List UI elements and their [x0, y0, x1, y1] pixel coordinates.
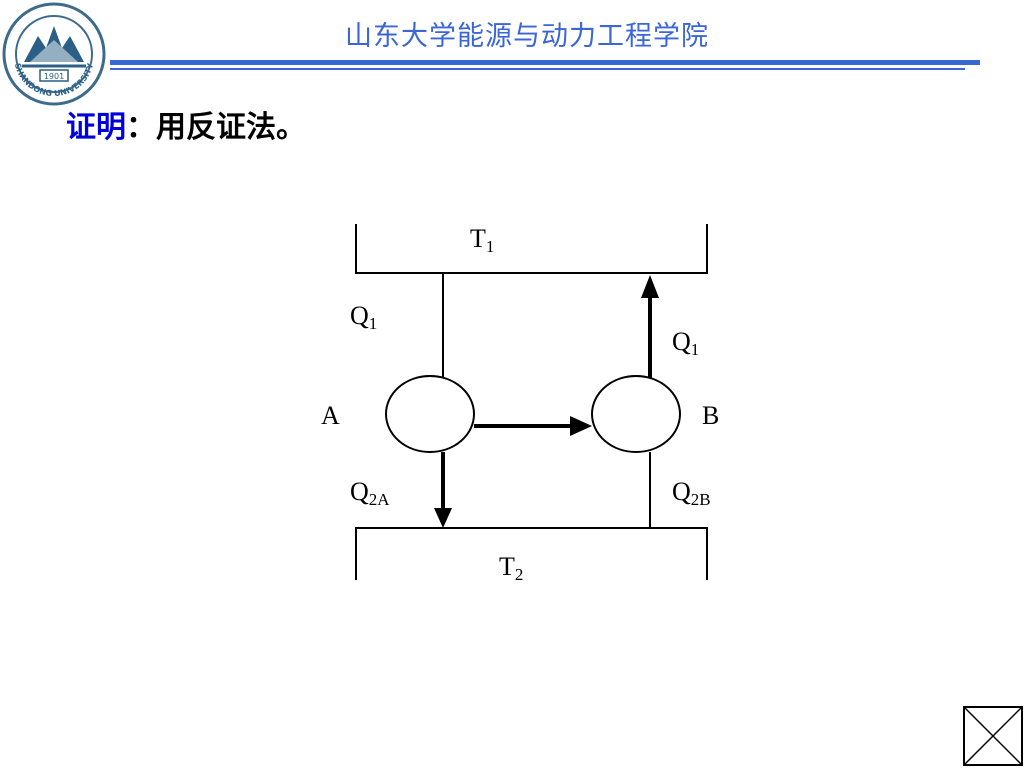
engine-b-label: B: [702, 401, 719, 430]
q2b-label: Q2B: [672, 477, 711, 509]
proof-label: 证明: [66, 110, 126, 145]
proof-text: 用反证法。: [156, 110, 306, 145]
q1-b-label: Q1: [672, 327, 699, 359]
page-title: 山东大学能源与动力工程学院: [345, 21, 709, 52]
engine-a: [385, 375, 475, 453]
proof-colon: ：: [126, 110, 156, 145]
q2a-arrow: [434, 452, 452, 528]
logo-year: 1901: [44, 72, 64, 81]
close-x-icon[interactable]: [963, 706, 1023, 766]
hot-reservoir-label: T1: [470, 224, 494, 256]
work-arrow: [474, 416, 592, 436]
q1-b-arrow: [641, 275, 659, 378]
header-divider: [110, 60, 980, 65]
engine-b: [591, 375, 681, 453]
q2a-label: Q2A: [350, 477, 390, 509]
q1-a-label: Q1: [350, 301, 377, 333]
proof-statement: 证明：用反证法。: [66, 102, 306, 146]
university-seal-logo: 1901 SHANDONG UNIVERSITY: [2, 2, 106, 106]
header-divider-thin: [110, 68, 965, 70]
hot-reservoir: [355, 224, 708, 274]
cold-reservoir: [355, 527, 708, 580]
engine-a-label: A: [321, 401, 340, 430]
cold-reservoir-label: T2: [499, 552, 523, 584]
